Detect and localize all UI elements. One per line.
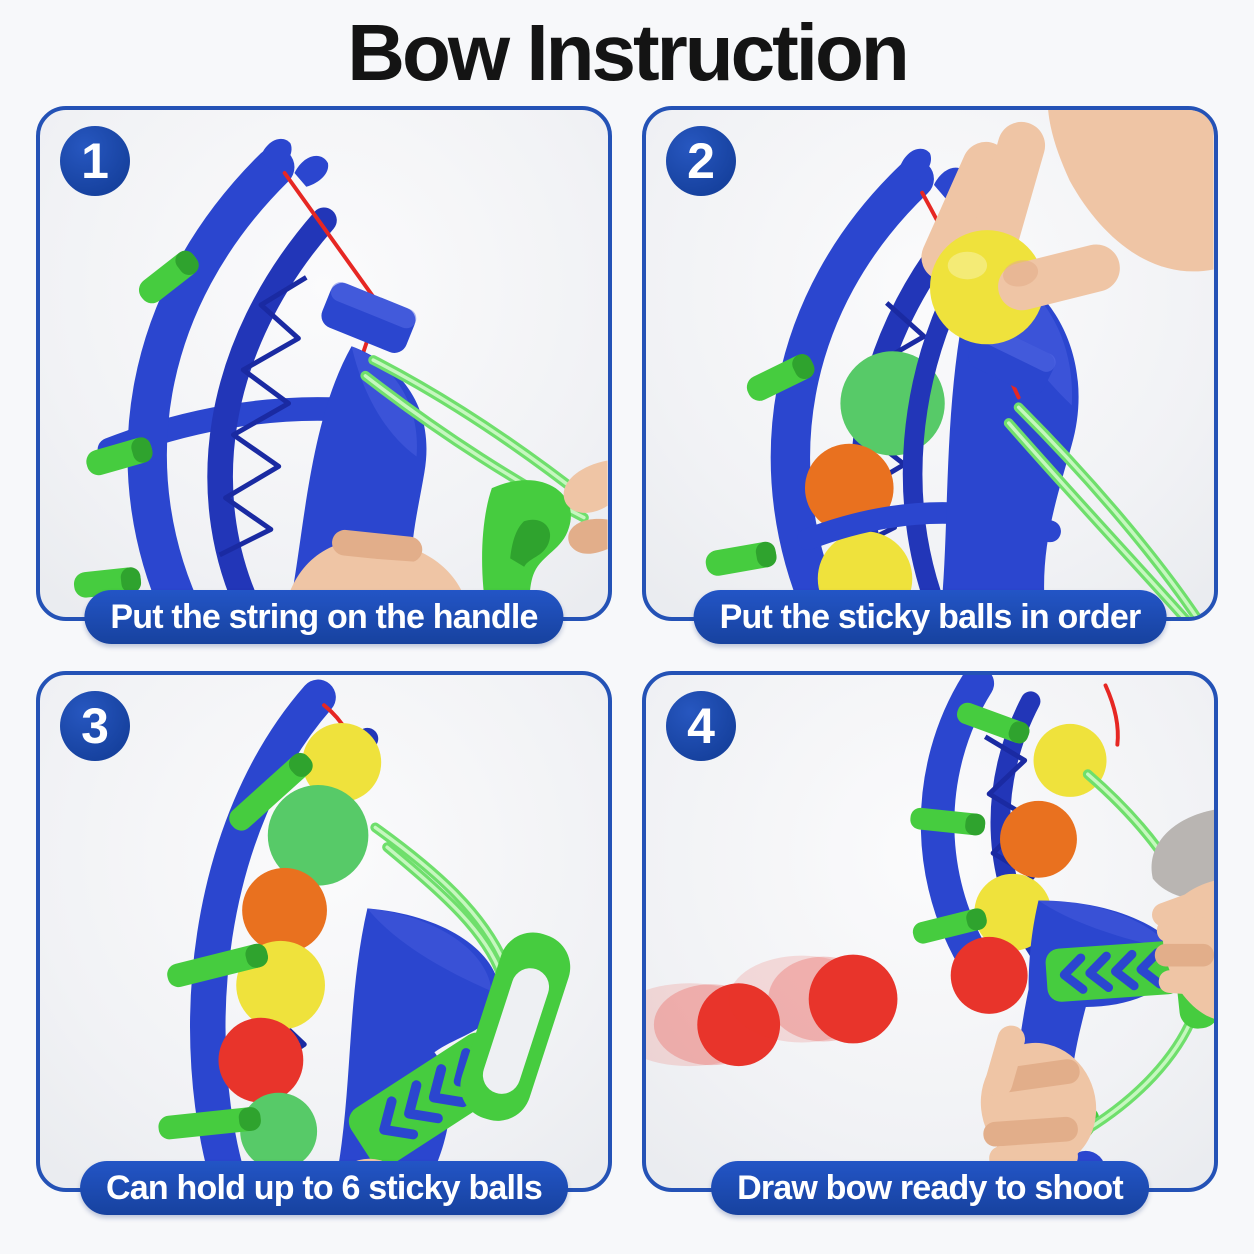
foam-ball-red: [218, 1017, 304, 1103]
step-number: 3: [81, 698, 109, 754]
green-clip: [705, 541, 777, 576]
page-title: Bow Instruction: [347, 8, 909, 97]
foam-ball-red: [950, 936, 1028, 1014]
step-caption: Put the string on the handle: [84, 590, 564, 644]
step-number: 1: [81, 133, 109, 189]
green-clip: [167, 943, 269, 988]
step-panel-3: 3 Can hold up to 6 sticky balls: [36, 671, 612, 1215]
step-caption-text: Draw bow ready to shoot: [737, 1169, 1124, 1207]
step-panel-1: 1 Put the string on the handle: [36, 106, 612, 644]
step-number-badge: 3: [60, 691, 130, 761]
step-number: 2: [687, 133, 715, 189]
bow-illustration: [158, 679, 513, 1188]
foam-ball-green: [240, 1092, 318, 1170]
green-clip: [138, 250, 199, 304]
elastic-string: [1003, 402, 1203, 617]
red-string: [1103, 683, 1120, 747]
foam-ball-orange: [1000, 800, 1077, 878]
foam-ball-yellow: [302, 722, 382, 802]
step-number-badge: 2: [666, 126, 736, 196]
hand-illustration: [921, 110, 1214, 345]
step-caption: Draw bow ready to shoot: [711, 1161, 1149, 1215]
pull-handle: [460, 932, 571, 1121]
step-caption-text: Can hold up to 6 sticky balls: [106, 1169, 543, 1207]
green-clip: [86, 437, 153, 476]
step-3-photo: [158, 679, 571, 1188]
step-2-photo: [705, 110, 1214, 617]
instruction-grid: 1 Put the string on the handle: [0, 106, 1254, 1215]
green-clip: [956, 702, 1030, 744]
flying-balls: [646, 954, 898, 1067]
string-handle: [482, 480, 571, 617]
foam-ball-yellow: [974, 873, 1052, 951]
step-caption: Put the sticky balls in order: [693, 590, 1167, 644]
chevron-plate: [1045, 941, 1182, 1002]
foam-ball-yellow-held: [930, 230, 1045, 345]
green-clip: [158, 1107, 261, 1140]
step-number-badge: 4: [666, 691, 736, 761]
step-number: 4: [687, 698, 715, 754]
step-4-photo: [646, 675, 1214, 1188]
foam-ball-green: [267, 785, 369, 886]
green-clip: [229, 752, 313, 831]
grip-hand: [980, 1025, 1097, 1171]
green-clip: [912, 908, 987, 944]
step-panel-4: 4 Draw bow ready to shoot: [642, 671, 1218, 1215]
drawing-hand: [1151, 809, 1214, 1019]
foam-ball-orange: [242, 867, 327, 953]
flying-ball-red: [697, 983, 781, 1067]
step-1-photo: [73, 138, 608, 617]
step-caption-text: Put the string on the handle: [110, 598, 538, 636]
step-caption: Can hold up to 6 sticky balls: [80, 1161, 568, 1215]
step-number-badge: 1: [60, 126, 130, 196]
foam-balls: [218, 722, 382, 1170]
elastic-string: [370, 822, 511, 981]
step-panel-2: 2 Put the sticky balls in order: [642, 106, 1218, 644]
green-clip: [910, 807, 986, 836]
green-clip: [746, 354, 815, 401]
release-hook: [321, 282, 417, 353]
flying-ball-red: [808, 954, 898, 1044]
step-caption-text: Put the sticky balls in order: [719, 598, 1142, 636]
